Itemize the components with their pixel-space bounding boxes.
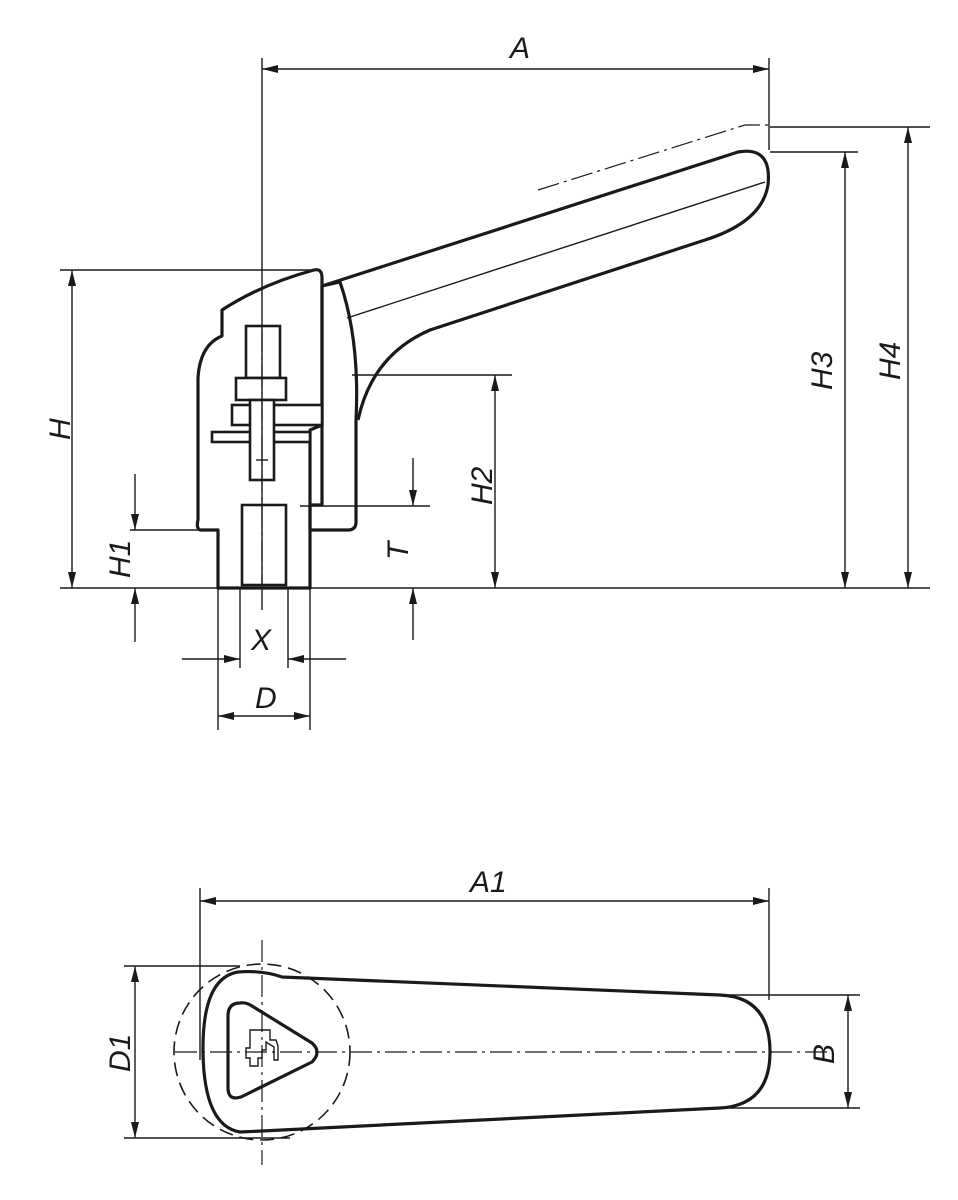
- label-d1: D1: [104, 1034, 137, 1072]
- dimension-h1: H1: [104, 474, 200, 642]
- dimension-h3: H3: [770, 151, 858, 588]
- bore: [210, 324, 324, 587]
- label-a: A: [508, 32, 530, 65]
- dimension-a: A: [262, 32, 770, 150]
- lever-outline: [201, 969, 772, 1134]
- side-view: A H H1 T H2: [44, 32, 930, 730]
- dimension-d: D: [217, 588, 311, 730]
- label-t: T: [382, 539, 415, 560]
- hub-right-section: [308, 280, 359, 532]
- phantom-line: [537, 124, 770, 191]
- lever-inner-edge: [346, 181, 766, 319]
- hub-section: [195, 268, 324, 590]
- label-d: D: [255, 682, 277, 715]
- label-x: X: [250, 624, 272, 657]
- label-h1: H1: [104, 540, 137, 578]
- top-view: A1 D1 B: [104, 866, 860, 1165]
- dimension-x: X: [182, 588, 346, 668]
- label-b: B: [808, 1044, 841, 1064]
- label-h4: H4: [874, 342, 907, 380]
- dimension-h4: H4: [770, 126, 930, 588]
- grip-triangle: [226, 1001, 319, 1100]
- dimension-t: T: [300, 458, 430, 640]
- dimension-h2: H2: [352, 374, 512, 588]
- label-h3: H3: [806, 351, 839, 390]
- label-h2: H2: [466, 466, 499, 505]
- label-a1: A1: [468, 866, 507, 899]
- brand-logo: [245, 1029, 279, 1067]
- label-h: H: [44, 418, 77, 440]
- dimension-b: B: [720, 994, 860, 1109]
- dimension-d1: D1: [104, 965, 290, 1139]
- dimension-h: H: [44, 269, 318, 588]
- lever-arm: [321, 149, 771, 421]
- dimension-a1: A1: [199, 866, 770, 1060]
